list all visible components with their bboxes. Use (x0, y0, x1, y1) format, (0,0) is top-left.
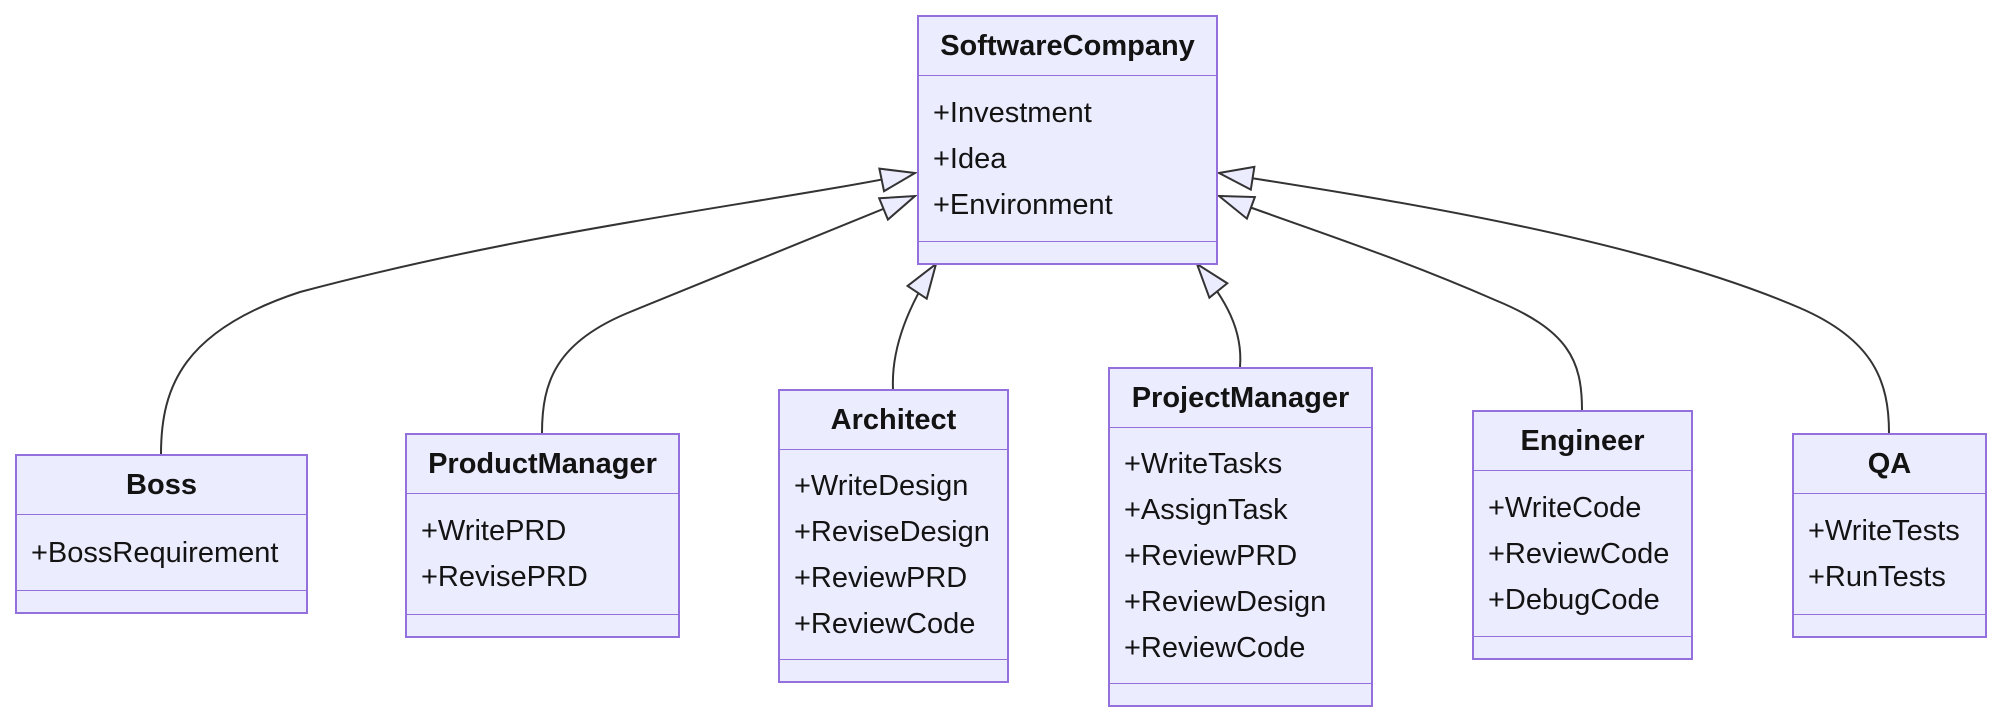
edge-ProjectManager-to-SoftwareCompany (1197, 264, 1242, 368)
class-box-Architect: Architect +WriteDesign +ReviseDesign +Revi… (778, 389, 1009, 683)
class-name: ProductManager (407, 435, 678, 494)
class-box-ProjectManager: ProjectManager +WriteTasks +AssignTask +Re… (1108, 367, 1373, 707)
class-methods-empty (1110, 683, 1371, 705)
class-attribute: +WritePRD (421, 515, 567, 547)
class-attributes: +WritePRD +RevisePRD (407, 494, 678, 614)
class-attribute: +RunTests (1808, 561, 1946, 593)
class-box-SoftwareCompany: SoftwareCompany +Investment +Idea +Environ… (917, 15, 1218, 265)
class-methods-empty (919, 241, 1216, 263)
class-box-ProductManager: ProductManager +WritePRD +RevisePRD (405, 433, 680, 638)
class-name: ProjectManager (1110, 369, 1371, 428)
edge-Engineer-to-SoftwareCompany (1219, 196, 1583, 411)
class-attribute: +ReviewCode (1124, 631, 1306, 664)
class-attribute: +ReviseDesign (794, 515, 990, 548)
class-attribute: +WriteDesign (794, 469, 969, 502)
class-attributes: +WriteDesign +ReviseDesign +ReviewPRD +Revi… (780, 450, 1007, 659)
class-attribute: +ReviewPRD (794, 561, 968, 594)
class-attribute: +Investment (933, 96, 1092, 129)
edge-Architect-to-SoftwareCompany (891, 264, 936, 390)
class-attribute: +ReviewDesign (1124, 585, 1327, 618)
class-attribute: +ReviewPRD (1124, 539, 1298, 572)
edge-Boss-to-SoftwareCompany (160, 173, 915, 455)
class-box-QA: QA +WriteTests +RunTests (1792, 433, 1987, 638)
class-attribute: +Idea (933, 142, 1007, 175)
class-attribute: +WriteTasks (1124, 447, 1283, 480)
class-attribute: +WriteCode (1488, 491, 1642, 524)
class-name: QA (1794, 435, 1985, 494)
class-methods-empty (780, 659, 1007, 681)
edge-QA-to-SoftwareCompany (1219, 173, 1890, 434)
class-attributes: +WriteCode +ReviewCode +DebugCode (1474, 471, 1691, 636)
class-name: SoftwareCompany (919, 17, 1216, 76)
class-attribute: +WriteTests (1808, 515, 1960, 547)
class-attributes: +WriteTests +RunTests (1794, 494, 1985, 614)
class-attribute: +BossRequirement (31, 536, 279, 569)
class-methods-empty (407, 614, 678, 636)
class-methods-empty (1474, 636, 1691, 658)
class-attribute: +ReviewCode (1488, 537, 1670, 570)
class-methods-empty (17, 590, 306, 612)
class-name: Architect (780, 391, 1007, 450)
class-attribute: +DebugCode (1488, 583, 1660, 616)
edge-ProductManager-to-SoftwareCompany (541, 196, 915, 434)
class-attributes: +WriteTasks +AssignTask +ReviewPRD +ReviewD… (1110, 428, 1371, 683)
class-attribute: +RevisePRD (421, 561, 588, 593)
class-box-Engineer: Engineer +WriteCode +ReviewCode +DebugCode (1472, 410, 1693, 660)
class-methods-empty (1794, 614, 1985, 636)
class-attributes: +BossRequirement (17, 515, 306, 590)
class-attribute: +AssignTask (1124, 493, 1288, 526)
class-attributes: +Investment +Idea +Environment (919, 76, 1216, 241)
class-name: Engineer (1474, 412, 1691, 471)
class-box-Boss: Boss +BossRequirement (15, 454, 308, 614)
class-attribute: +ReviewCode (794, 607, 976, 640)
class-name: Boss (17, 456, 306, 515)
class-attribute: +Environment (933, 188, 1113, 221)
